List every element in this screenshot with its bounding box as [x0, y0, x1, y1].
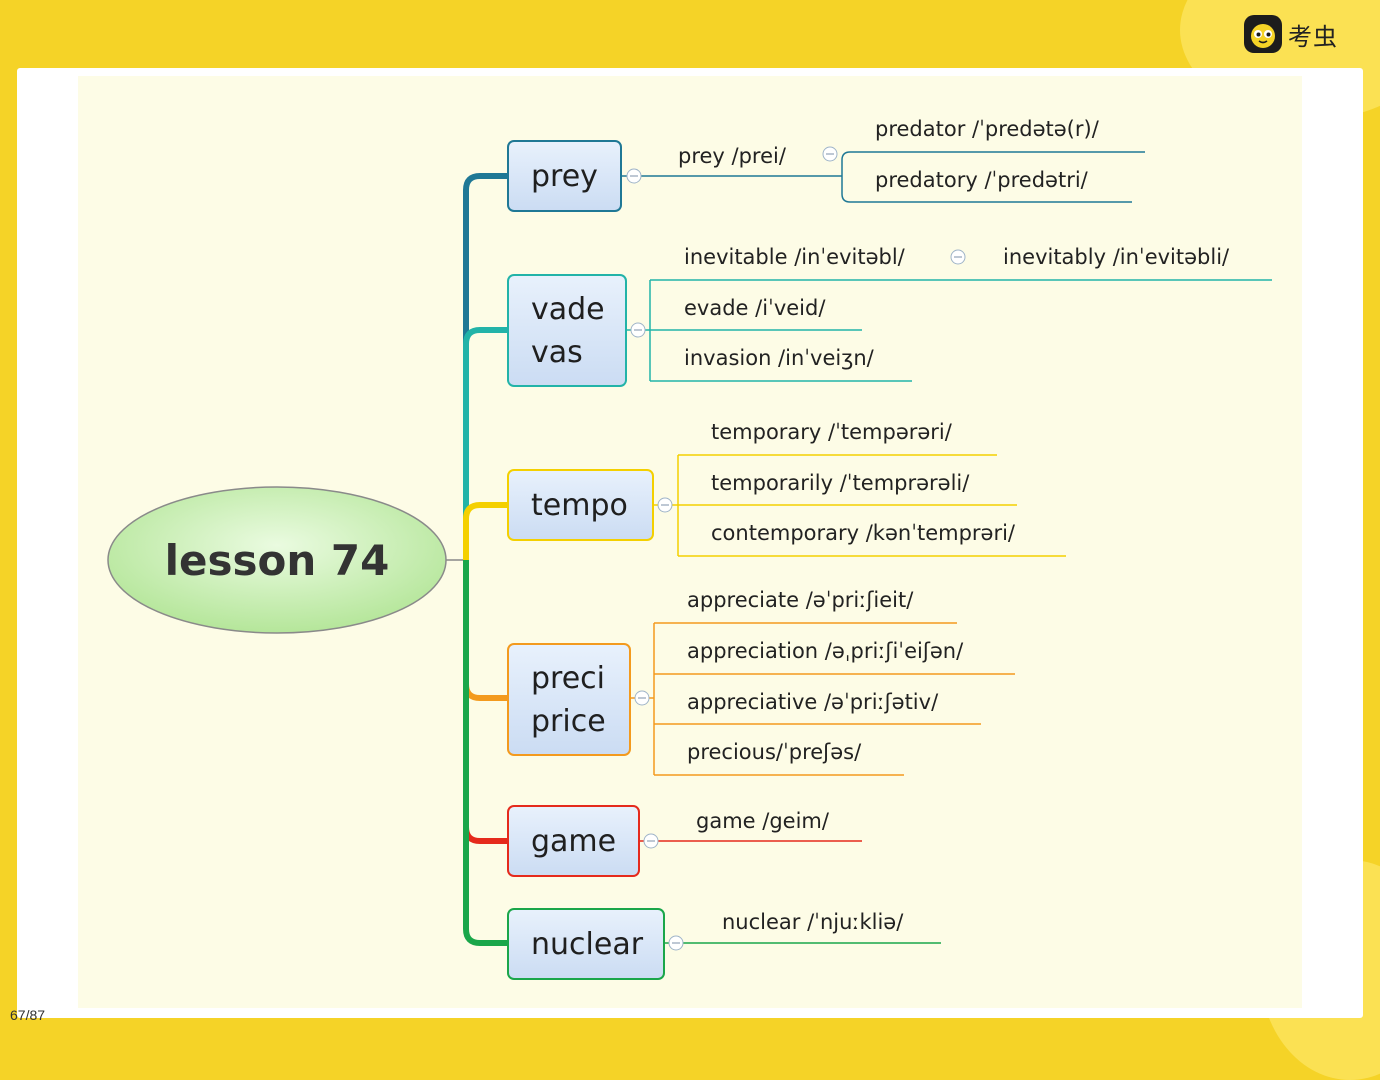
node-game[interactable]: game: [508, 806, 639, 876]
root-node[interactable]: [107, 486, 447, 634]
word-appreciative[interactable]: appreciative /əˈpriːʃətiv/: [687, 690, 939, 714]
word-temporary[interactable]: temporary /ˈtempərəri/: [711, 420, 952, 444]
node-nuclear[interactable]: nuclear: [508, 909, 664, 979]
word-appreciate[interactable]: appreciate /əˈpriːʃieit/: [687, 588, 914, 612]
collapse-toggle-icon[interactable]: [822, 146, 838, 162]
trunk-tempo: [463, 502, 508, 560]
word-evade[interactable]: evade /iˈveid/: [684, 296, 826, 320]
node-nuclear-box[interactable]: [507, 908, 665, 980]
node-tempo[interactable]: tempo: [508, 470, 653, 540]
bug-face-icon: [1244, 15, 1282, 53]
collapse-toggle-icon[interactable]: [643, 833, 659, 849]
connector-prey-sub: [841, 151, 1145, 203]
word-predator[interactable]: predator /ˈpredətə(r)/: [875, 117, 1099, 141]
trunk-vade: [463, 327, 508, 560]
word-precious[interactable]: precious/ˈpreʃəs/: [687, 740, 862, 764]
word-game[interactable]: game /geim/: [696, 809, 829, 833]
word-invasion[interactable]: invasion /inˈveiʒn/: [684, 346, 874, 370]
word-prey[interactable]: prey /prei/: [678, 144, 786, 168]
word-contemporary[interactable]: contemporary /kənˈtemprəri/: [711, 521, 1016, 545]
word-appreciation[interactable]: appreciation /əˌpriːʃiˈeiʃən/: [687, 639, 964, 663]
node-label: price: [531, 703, 606, 739]
page-indicator: 67/87: [10, 1007, 46, 1023]
node-label: vade: [531, 291, 605, 327]
collapse-toggle-icon[interactable]: [634, 690, 650, 706]
node-vade[interactable]: vade vas: [508, 275, 626, 386]
mindmap-connectors: [107, 140, 1272, 980]
word-predatory[interactable]: predatory /ˈpredətri/: [875, 168, 1088, 192]
node-label: game: [531, 823, 617, 859]
node-prey[interactable]: prey: [508, 141, 621, 211]
collapse-toggle-icon[interactable]: [950, 249, 966, 265]
root-label: lesson 74: [164, 535, 390, 585]
collapse-toggle-icon[interactable]: [668, 935, 684, 951]
word-inevitable[interactable]: inevitable /inˈevitəbl/: [684, 245, 905, 269]
collapse-toggle-icon[interactable]: [657, 497, 673, 513]
word-temporarily[interactable]: temporarily /ˈtemprərəli/: [711, 471, 970, 495]
node-label: tempo: [531, 487, 628, 523]
node-label: nuclear: [531, 926, 644, 962]
node-label: preci: [531, 660, 606, 696]
node-preci-box[interactable]: [507, 643, 631, 756]
collapse-toggle-icon[interactable]: [626, 168, 642, 184]
node-label: vas: [531, 334, 583, 370]
trunk-preci: [463, 560, 508, 701]
collapse-toggle-icon[interactable]: [630, 322, 646, 338]
trunk-prey: [463, 173, 508, 560]
word-nuclear[interactable]: nuclear /ˈnjuːkliə/: [722, 910, 904, 934]
node-preci[interactable]: preci price: [508, 644, 630, 755]
node-label: prey: [531, 158, 598, 194]
brand-name: 考虫: [1288, 22, 1338, 51]
word-inevitably[interactable]: inevitably /inˈevitəbli/: [1003, 245, 1230, 269]
trunk-nuclear: [463, 560, 508, 946]
brand-logo: 考虫: [1244, 14, 1338, 54]
